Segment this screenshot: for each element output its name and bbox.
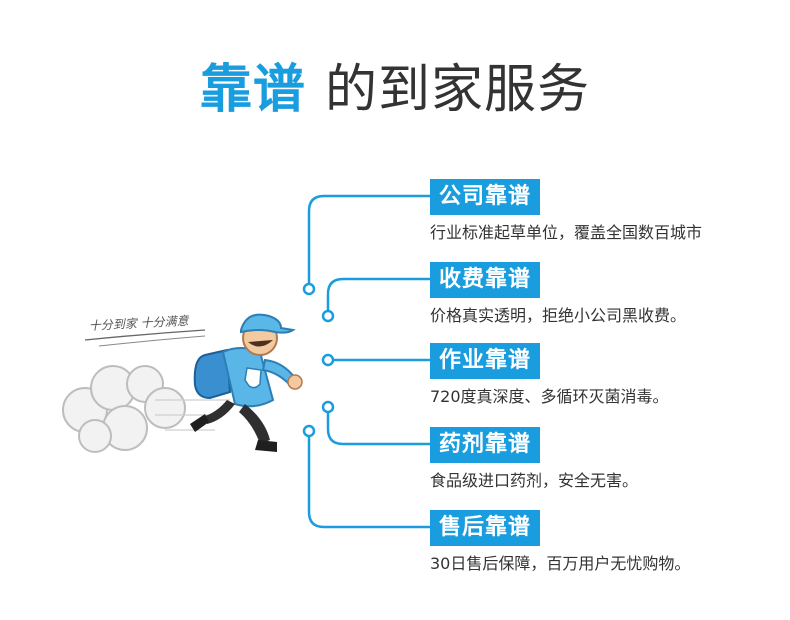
- backpack: [193, 348, 232, 400]
- item-label: 公司靠谱: [430, 179, 541, 215]
- leg-back: [205, 400, 235, 424]
- item-label: 药剂靠谱: [430, 427, 541, 463]
- node-agent: [321, 400, 335, 414]
- item-desc: 食品级进口药剂，安全无害。: [430, 471, 639, 490]
- item-desc: 价格真实透明，拒绝小公司黑收费。: [430, 306, 687, 325]
- title-rest: 的到家服务: [325, 60, 591, 120]
- item-desc: 行业标准起草单位，覆盖全国数百城市: [430, 223, 703, 242]
- connector-agent: [326, 412, 430, 446]
- delivery-man-illustration: 十分到家 十分满意: [62, 313, 303, 453]
- title-highlight: 靠谱: [199, 60, 306, 120]
- node-work: [321, 353, 335, 367]
- slogan-underline-2: [98, 335, 206, 347]
- connector-fee: [326, 277, 430, 310]
- connector-aftersale: [307, 436, 430, 529]
- item-desc: 30日售后保障，百万用户无忧购物。: [430, 554, 691, 573]
- slogan-underline: [84, 329, 206, 341]
- item-fee: 收费靠谱 价格真实透明，拒绝小公司黑收费。: [430, 262, 686, 326]
- item-work: 作业靠谱 720度真深度、多循环灭菌消毒。: [430, 343, 669, 407]
- connector-company: [307, 194, 430, 283]
- dust-cloud-icon: [62, 365, 186, 453]
- item-aftersale: 售后靠谱 30日售后保障，百万用户无忧购物。: [430, 510, 690, 574]
- leg-front: [239, 404, 270, 444]
- node-aftersale: [302, 424, 316, 438]
- cap: [240, 313, 296, 334]
- page-title: 靠谱 的到家服务: [0, 58, 790, 122]
- item-label: 收费靠谱: [430, 262, 541, 298]
- node-fee: [321, 309, 335, 323]
- item-company: 公司靠谱 行业标准起草单位，覆盖全国数百城市: [430, 179, 702, 243]
- slogan-text: 十分到家 十分满意: [88, 314, 190, 333]
- node-company: [302, 282, 316, 296]
- item-label: 售后靠谱: [430, 510, 541, 546]
- item-label: 作业靠谱: [430, 343, 541, 379]
- item-agent: 药剂靠谱 食品级进口药剂，安全无害。: [430, 427, 638, 491]
- item-desc: 720度真深度、多循环灭菌消毒。: [430, 387, 669, 406]
